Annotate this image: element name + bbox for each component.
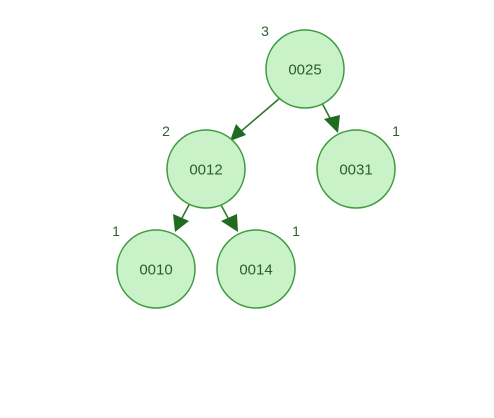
tree-node-0025: 0025 3 (261, 23, 345, 109)
arrow-head-0014 (221, 214, 238, 232)
node-circle-0031 (316, 129, 396, 209)
tree-node-0031: 0031 1 (316, 123, 400, 209)
node-label-0010: 0010 (139, 262, 172, 279)
node-circle-0025 (265, 29, 345, 109)
arrow-head-0031 (324, 115, 340, 133)
height-label-0010: 1 (112, 223, 120, 239)
node-circle-0012 (166, 129, 246, 209)
edge-0025-0012 (238, 97, 281, 134)
node-label-0012: 0012 (189, 162, 222, 179)
edge-0012-0010 (181, 202, 191, 219)
arrow-head-0010 (173, 214, 189, 232)
tree-node-0014: 0014 1 (216, 223, 300, 309)
height-label-0025: 3 (261, 23, 269, 39)
tree-node-0012: 0012 2 (162, 123, 246, 209)
height-label-0012: 2 (162, 123, 170, 139)
edges-group (173, 97, 340, 232)
node-label-0025: 0025 (288, 62, 321, 79)
node-circle-0014 (216, 229, 296, 309)
height-label-0031: 1 (392, 123, 400, 139)
node-label-0014: 0014 (239, 262, 272, 279)
height-label-0014: 1 (292, 223, 300, 239)
node-label-0031: 0031 (339, 162, 372, 179)
node-circle-0010 (116, 229, 196, 309)
tree-node-0010: 0010 1 (112, 223, 196, 309)
arrow-head-0012 (230, 124, 246, 141)
